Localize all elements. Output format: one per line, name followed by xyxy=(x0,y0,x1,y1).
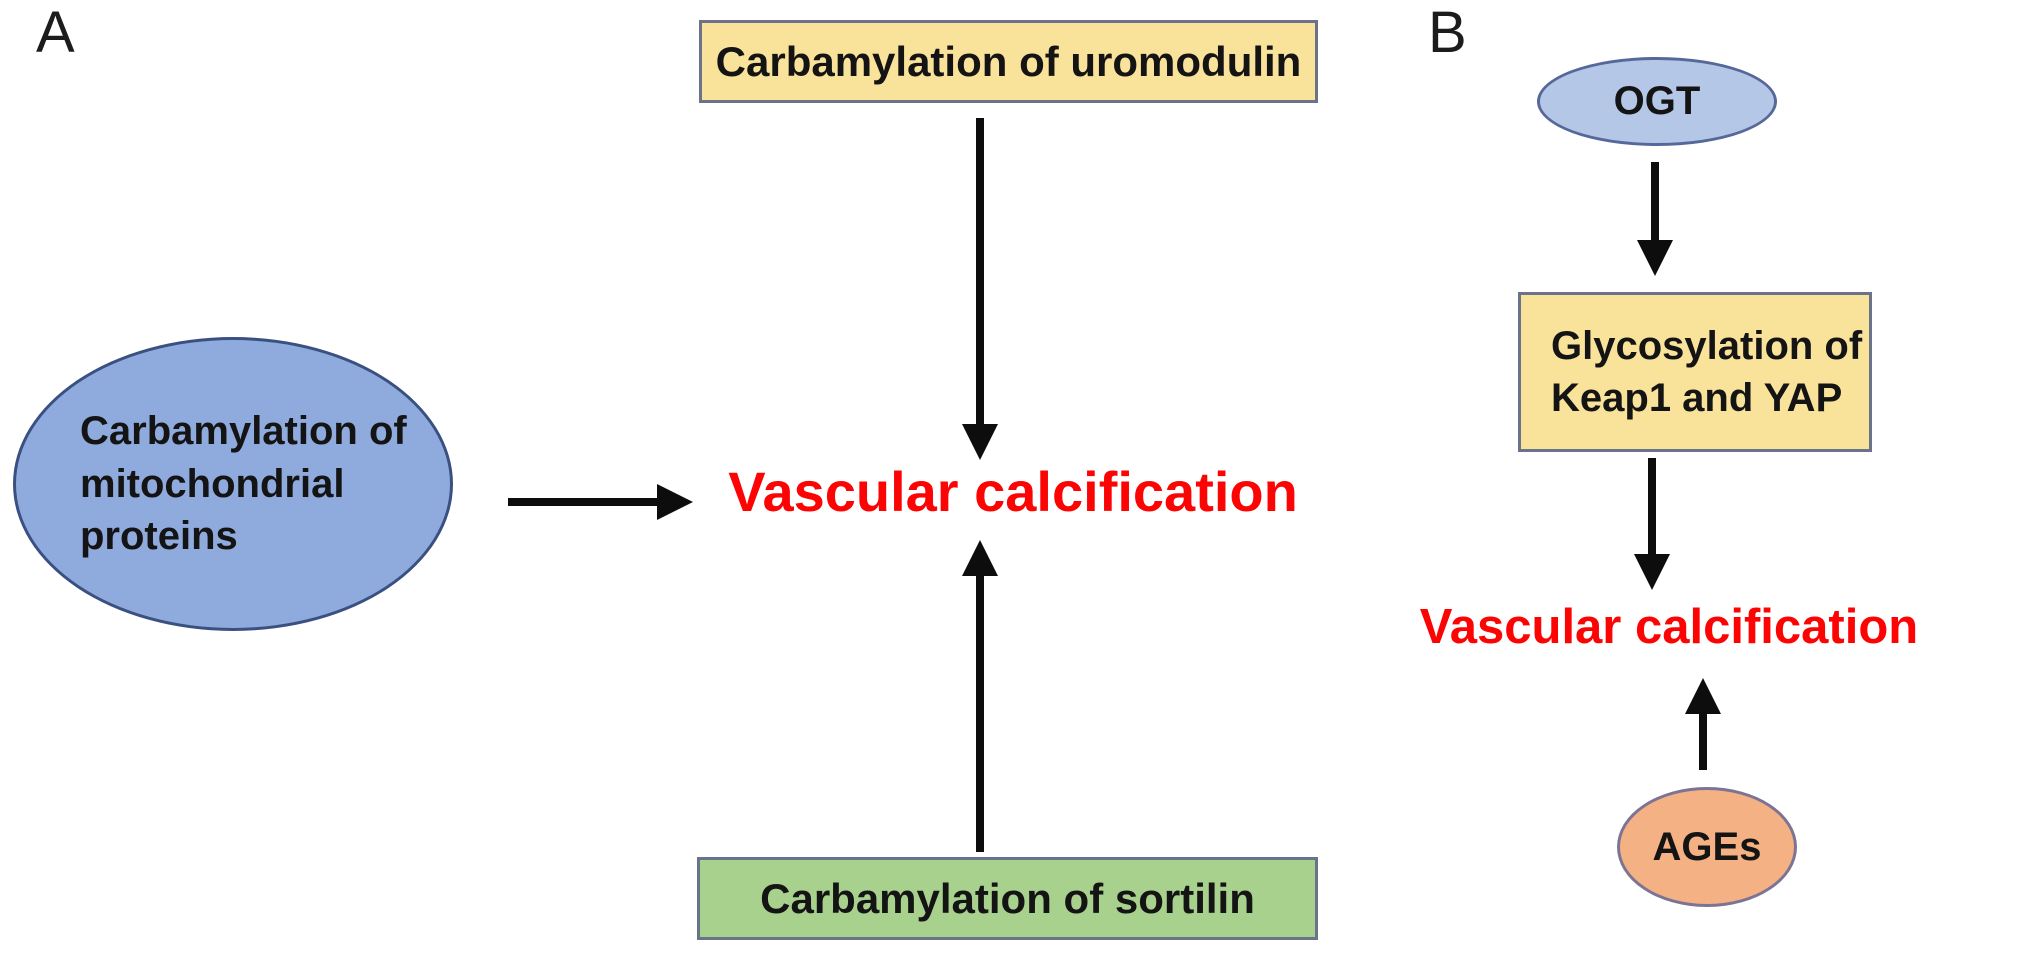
node-carbamylation-uromodulin-text: Carbamylation of uromodulin xyxy=(715,37,1302,85)
node-ages-text: AGEs xyxy=(1652,824,1762,869)
node-carbamylation-mitochondrial-proteins-text: Carbamylation of mitochondrial proteins xyxy=(80,408,407,559)
node-glycosylation-keap1-yap-text: Glycosylation of Keap1 and YAP xyxy=(1551,324,1863,420)
node-ogt: OGT xyxy=(1537,57,1777,146)
outcome-vascular-calcification-a: Vascular calcification xyxy=(728,460,1298,523)
panel-b-label: B xyxy=(1428,0,1467,65)
node-ogt-text: OGT xyxy=(1613,79,1701,123)
node-carbamylation-sortilin-text: Carbamylation of sortilin xyxy=(760,874,1255,922)
node-ages: AGEs xyxy=(1617,787,1797,907)
node-carbamylation-sortilin: Carbamylation of sortilin xyxy=(697,857,1318,940)
node-carbamylation-mitochondrial-proteins: Carbamylation of mitochondrial proteins xyxy=(13,337,453,631)
node-carbamylation-uromodulin: Carbamylation of uromodulin xyxy=(699,20,1318,103)
outcome-vascular-calcification-b: Vascular calcification xyxy=(1419,600,1919,654)
panel-a-label: A xyxy=(36,0,75,65)
node-glycosylation-keap1-yap: Glycosylation of Keap1 and YAP xyxy=(1518,292,1872,452)
